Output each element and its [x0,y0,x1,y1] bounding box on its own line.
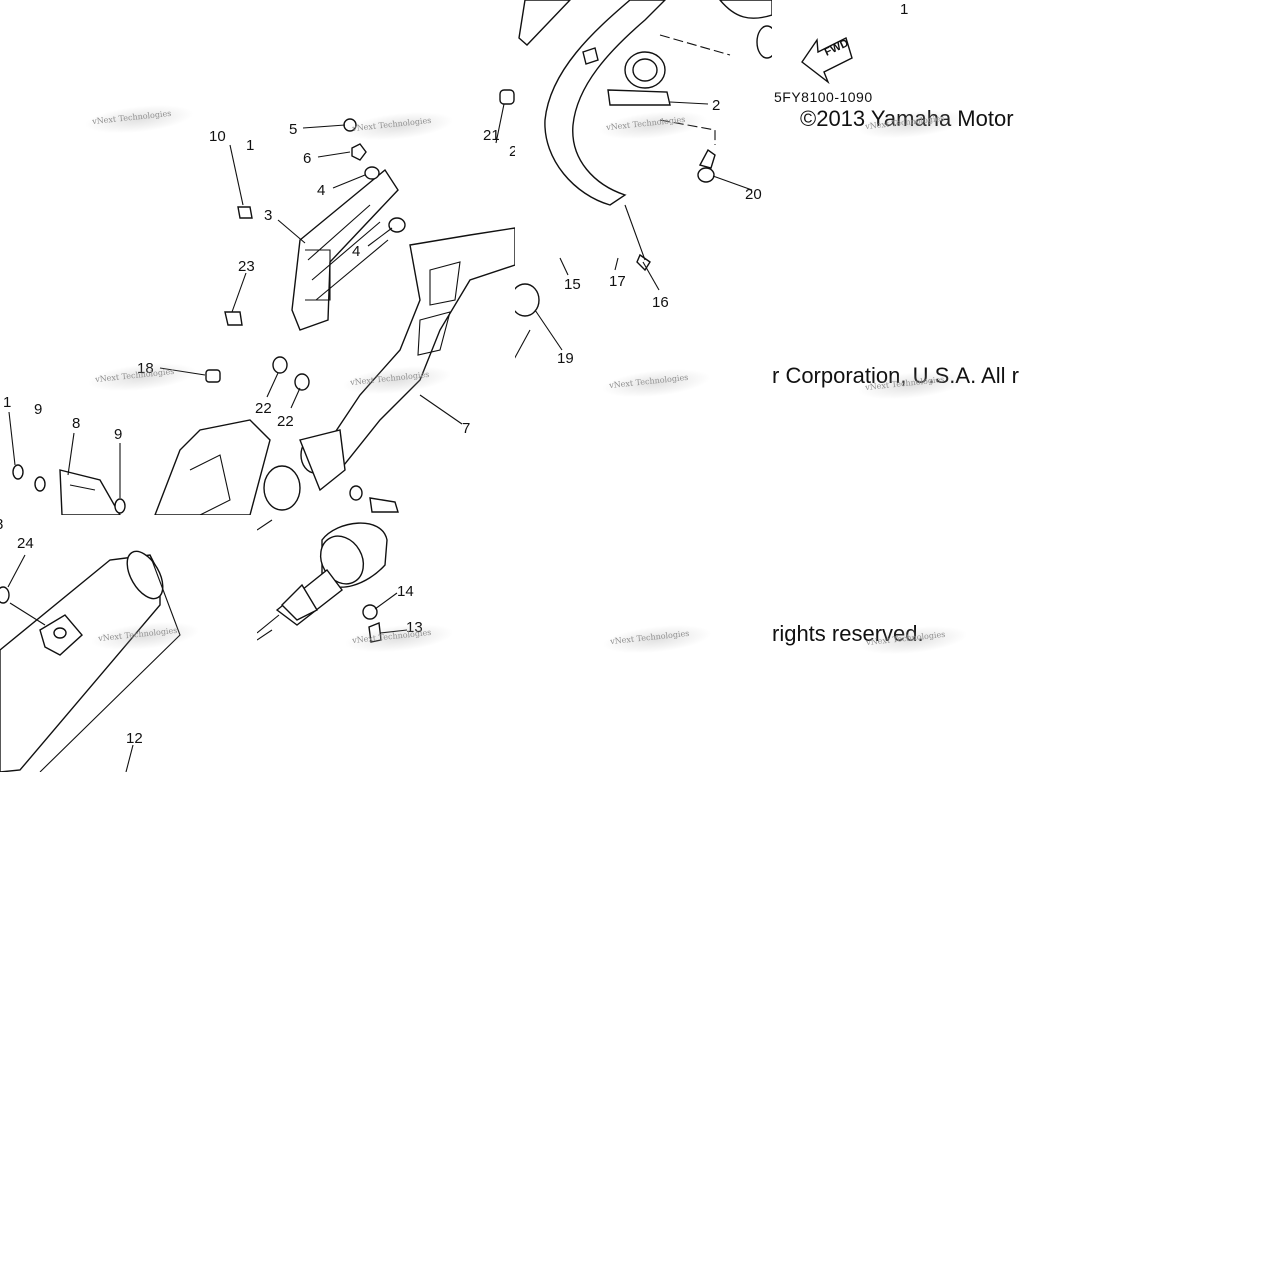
callout-9b: 9 [114,426,122,443]
callout-14: 14 [397,583,414,600]
tile-muffler: 24 8 12 [0,515,257,772]
end-cap-drawing: 14 13 [257,519,423,643]
tile-end-cap: 14 13 [257,515,515,655]
muffler-drawing: 24 8 12 [0,516,181,772]
copyright-line-2: r Corporation, U.S.A. All r [772,363,1019,388]
tile-front-pipe: 2 20 15 17 16 19 [515,0,772,385]
callout-9: 9 [34,401,42,418]
part-code: 5FY8100-1090 [774,89,873,105]
callout-12: 12 [126,730,143,747]
callout-6: 6 [303,150,311,167]
callout-8: 8 [72,415,80,432]
callout-1: 1 [246,137,254,154]
callout-20: 20 [745,186,762,203]
copyright-line-3: rights reserved. [772,621,924,646]
callout-1c: 1 [900,1,908,18]
callout-5: 5 [289,121,297,138]
tile-legend: 1 FWD 5FY8100-1090 [772,0,1029,110]
callout-22: 22 [255,400,272,417]
callout-8-partial: 8 [0,516,3,533]
callout-22b: 22 [277,413,294,430]
callout-23: 23 [238,258,255,275]
front-pipe-drawing: 2 20 15 17 16 19 [515,0,772,367]
watermark: vNext Technologies [609,628,690,647]
callout-3: 3 [264,207,272,224]
forward-arrow-drawing: 1 [801,1,908,85]
callout-2: 2 [712,97,720,114]
copyright-line-1: ©2013 Yamaha Motor [800,106,1014,131]
callout-17: 17 [609,273,626,290]
callout-4b: 4 [352,243,360,260]
callout-18: 18 [137,360,154,377]
callout-24: 24 [17,535,34,552]
callout-13: 13 [406,619,423,636]
callout-2-partial: 2 [509,143,515,160]
callout-1b: 1 [3,394,11,411]
callout-10: 10 [209,128,226,145]
callout-4: 4 [317,182,325,199]
callout-15: 15 [564,276,581,293]
callout-21: 21 [483,127,500,144]
callout-16: 16 [652,294,669,311]
tile-exhaust-upper: 10 1 5 6 4 3 4 23 18 22 22 7 1 9 8 9 21 … [0,0,515,515]
callout-7: 7 [462,420,470,437]
exhaust-upper-drawing: 10 1 5 6 4 3 4 23 18 22 22 7 1 9 8 9 21 … [3,89,515,515]
callout-19: 19 [557,350,574,367]
